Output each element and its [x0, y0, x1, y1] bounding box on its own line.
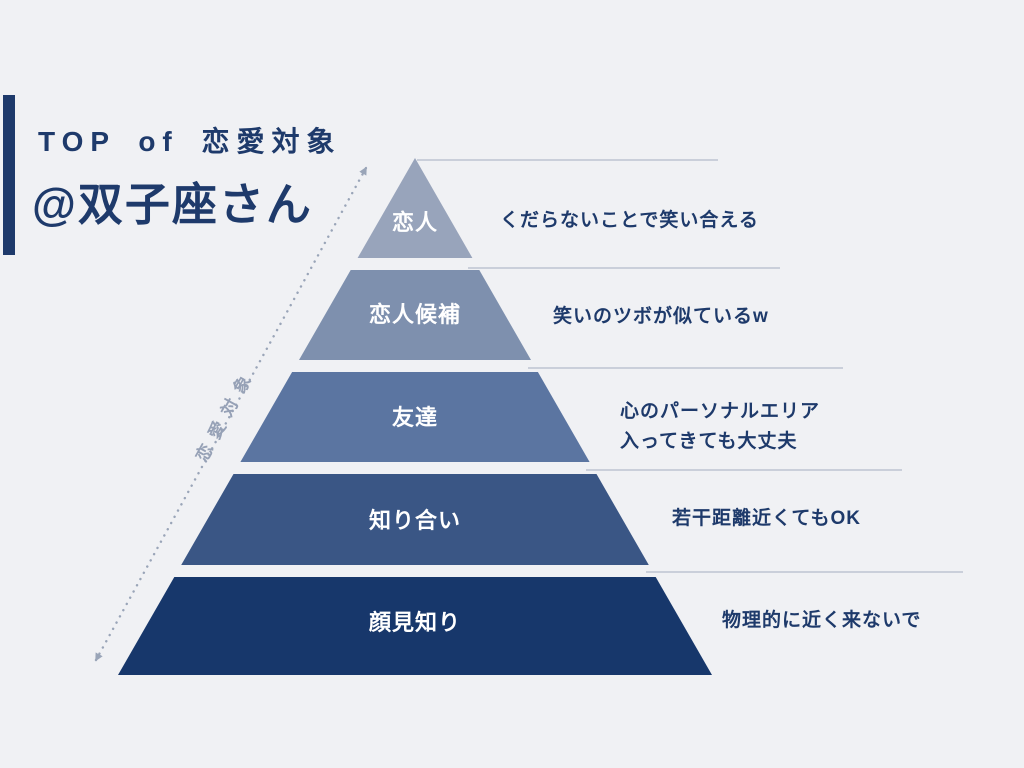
level-2-description: 笑いのツボが似ているw: [553, 306, 769, 327]
level-5-label: 顔見知り: [368, 610, 462, 635]
pyramid-level-1-shape: [357, 158, 473, 258]
pyramid-level-2-shape: [299, 270, 531, 360]
pyramid-level-3-shape: [240, 372, 590, 462]
pyramid-level-5-shape: [118, 577, 712, 675]
level-5-description: 物理的に近く来ないで: [722, 610, 922, 631]
title-accent-bar: [3, 95, 15, 255]
level-1-description: くだらないことで笑い合える: [500, 210, 759, 231]
level-3-label: 友達: [391, 405, 439, 430]
level-4-label: 知り合い: [368, 508, 462, 533]
page-title: TOP of 恋愛対象: [38, 126, 342, 157]
level-3-description: 心のパーソナルエリア 入ってきても大丈夫: [620, 397, 820, 457]
level-1-label: 恋人: [391, 210, 439, 235]
level-4-description: 若干距離近くてもOK: [672, 508, 861, 529]
level-3-description-line-1: 心のパーソナルエリア: [620, 401, 821, 422]
level-3-description-line-2: 入ってきても大丈夫: [620, 431, 798, 452]
pyramid-level-4-shape: [181, 474, 649, 565]
axis-arrow: [94, 166, 368, 662]
level-2-label: 恋人候補: [368, 302, 462, 327]
